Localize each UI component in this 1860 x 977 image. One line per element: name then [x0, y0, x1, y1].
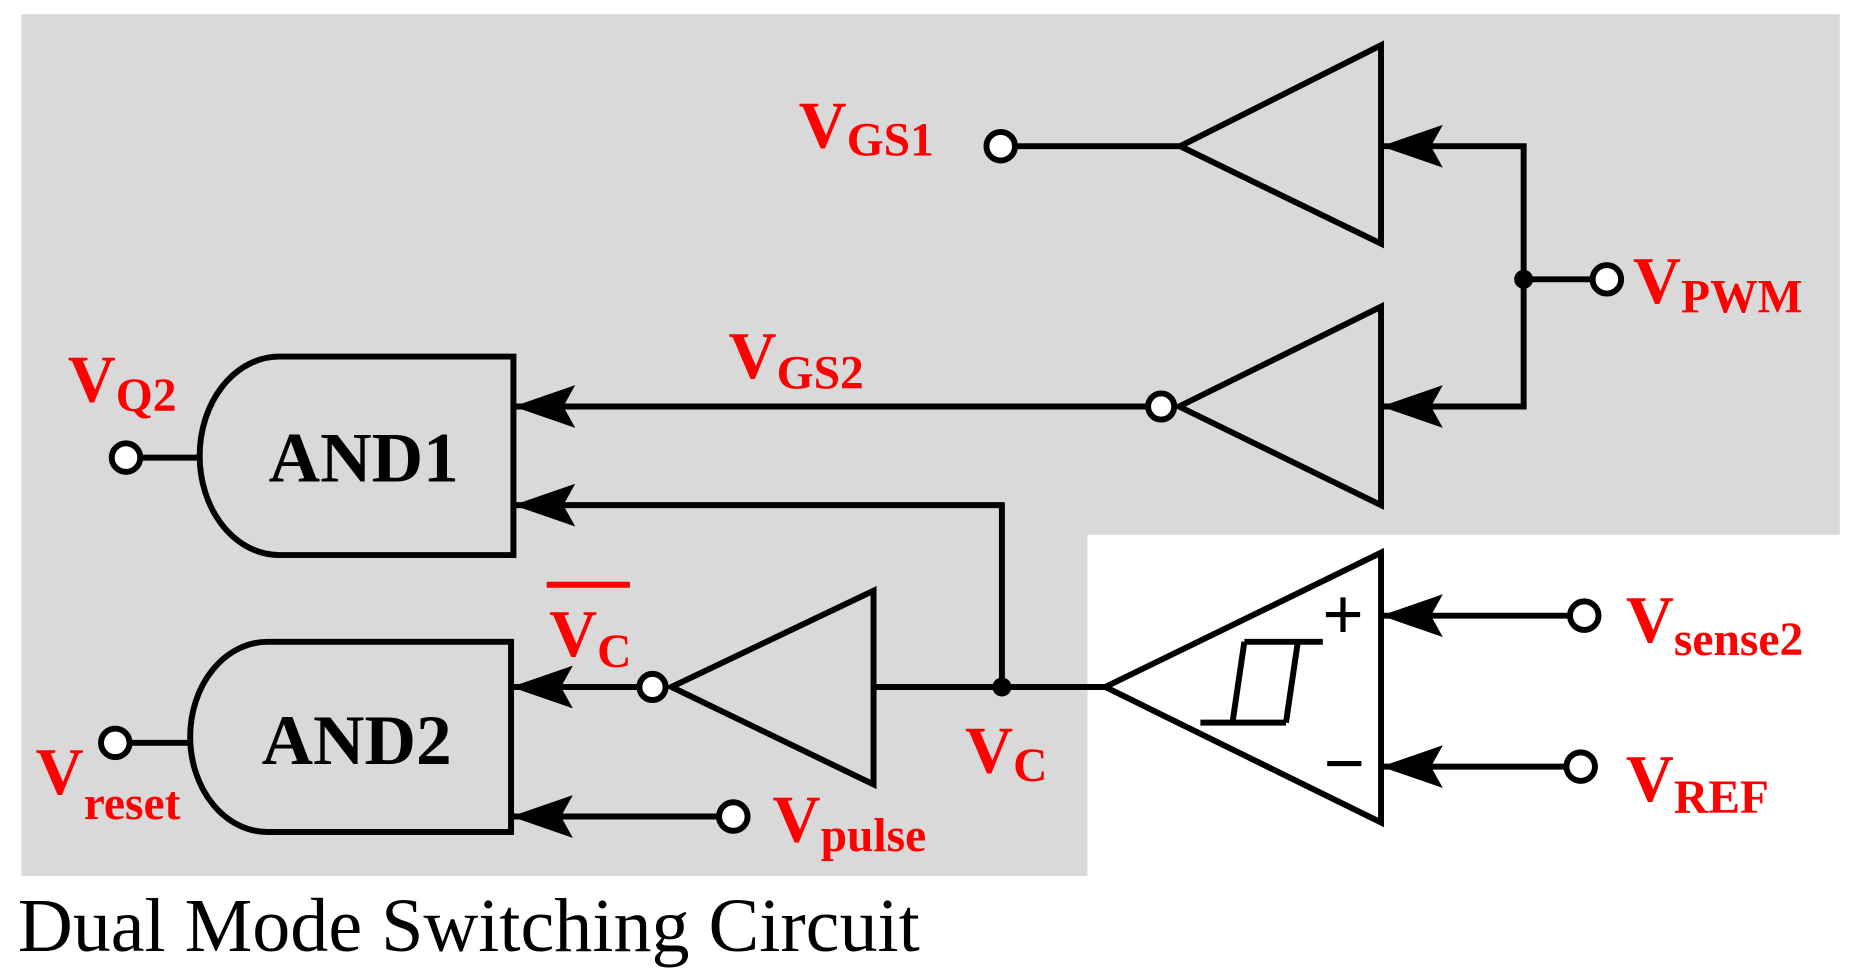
label-subscript: REF — [1674, 772, 1769, 824]
label-main: V — [1626, 743, 1674, 816]
junction-dot — [992, 677, 1012, 697]
label-main: V — [549, 598, 597, 671]
arrowhead — [511, 665, 573, 709]
label-vsense2: Vsense2 — [1626, 584, 1803, 666]
label-vgs1: VGS1 — [799, 89, 934, 166]
terminal-vpwm — [1589, 262, 1625, 297]
junction-dot — [1514, 269, 1534, 289]
arrowhead — [1381, 745, 1443, 789]
label-subscript: GS2 — [777, 348, 864, 400]
terminal-vsense2 — [1567, 598, 1602, 633]
inverter-bubble — [636, 670, 669, 704]
and1-gate: AND1 — [140, 353, 517, 559]
and-gate-body — [187, 638, 515, 835]
hysteresis-icon — [1200, 638, 1323, 726]
wire-vc-to-and1 — [513, 502, 1005, 687]
shaded-region — [21, 14, 1840, 876]
label-vq2: VQ2 — [68, 344, 177, 423]
label-subscript: sense2 — [1674, 614, 1803, 666]
label-vc: VC — [965, 715, 1047, 792]
label-subscript: PWM — [1681, 272, 1802, 324]
label-subscript: GS1 — [847, 115, 934, 167]
terminal-vpulse — [716, 799, 751, 834]
arrowhead — [1381, 594, 1443, 638]
hysteresis-comparator: + − — [1098, 547, 1571, 828]
inverter-bubble — [1145, 390, 1178, 423]
label-subscript: pulse — [821, 810, 927, 862]
terminal-vref — [1563, 749, 1598, 784]
label-vgs2: VGS2 — [729, 320, 864, 400]
label-main: V — [68, 344, 116, 417]
inverter-vc-bar — [511, 586, 877, 790]
and1-label: AND1 — [269, 418, 459, 497]
and2-gate: AND2 — [129, 638, 515, 835]
arrowhead — [513, 483, 576, 527]
label-vref: VREF — [1626, 743, 1769, 824]
and-gate-body — [196, 353, 517, 559]
label-vpwm: VPWM — [1633, 245, 1802, 324]
terminal-vreset — [98, 725, 133, 761]
label-subscript: C — [597, 626, 631, 678]
label-main: V — [729, 320, 777, 393]
label-vreset: Vreset — [36, 736, 181, 830]
label-vc-bar: VC — [549, 598, 631, 678]
terminal-vq2 — [108, 440, 144, 475]
arrowhead — [513, 385, 576, 428]
minus-sign: − — [1323, 722, 1365, 804]
label-vpulse: Vpulse — [773, 783, 927, 862]
label-main: V — [1626, 584, 1674, 657]
diagram-title: Dual Mode Switching Circuit — [18, 884, 920, 968]
arrowhead — [511, 795, 573, 838]
label-subscript: Q2 — [116, 370, 177, 422]
comparator-triangle — [1098, 547, 1385, 828]
inverter-triangle — [664, 586, 877, 790]
label-subscript: reset — [84, 778, 181, 830]
label-main: V — [36, 736, 84, 809]
label-main: V — [1633, 245, 1681, 318]
label-main: V — [799, 89, 847, 162]
plus-sign: + — [1322, 573, 1364, 655]
label-main: V — [773, 783, 821, 856]
label-main: V — [965, 715, 1013, 788]
and2-label: AND2 — [261, 701, 451, 780]
label-subscript: C — [1013, 740, 1047, 792]
terminal-vgs1 — [983, 128, 1018, 164]
